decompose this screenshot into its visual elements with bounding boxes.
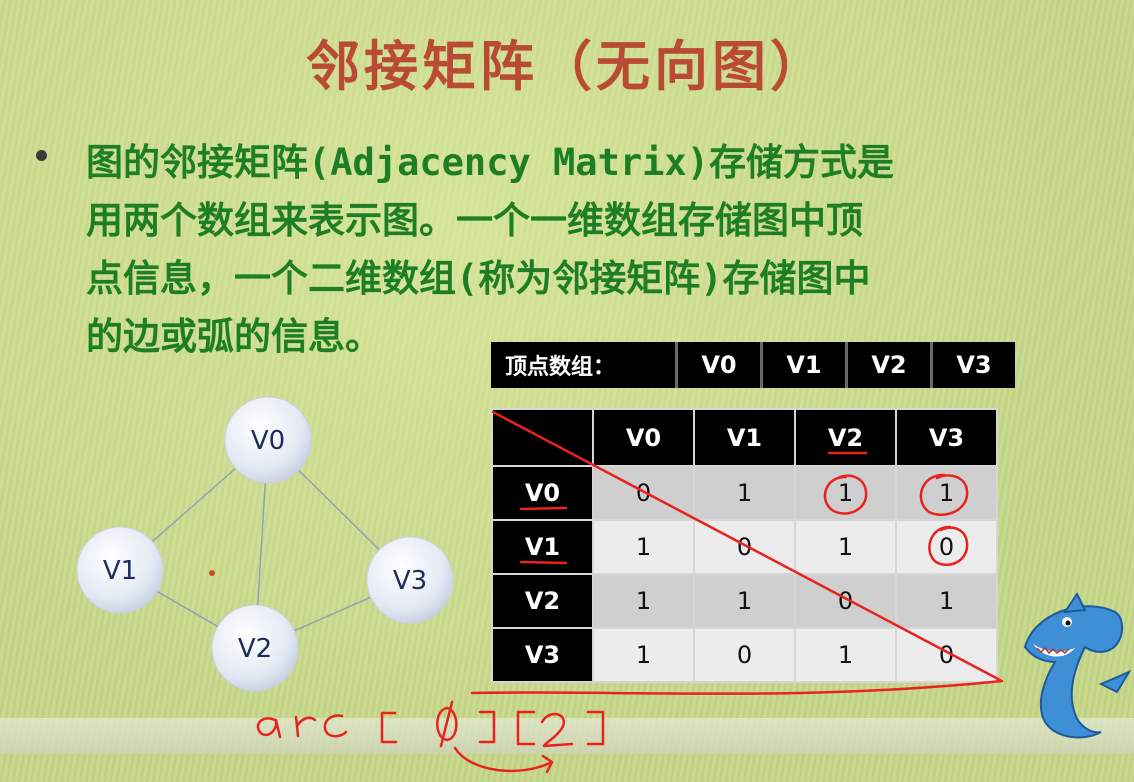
matrix-cell: 1 <box>794 627 897 683</box>
matrix-cell: 1 <box>592 627 695 683</box>
matrix-cell: 0 <box>895 627 998 683</box>
matrix-cell: 0 <box>895 519 998 575</box>
matrix-col-header: V1 <box>693 408 796 467</box>
matrix-cell: 1 <box>592 573 695 629</box>
matrix-row-header: V0 <box>491 465 594 521</box>
matrix-cell: 0 <box>693 627 796 683</box>
adjacency-matrix-table: V0 V1 V2 V3 V0 0 1 1 1 V1 1 0 1 0 V2 1 1… <box>491 408 998 683</box>
matrix-cell: 1 <box>895 465 998 521</box>
bullet-line: 点信息，一个二维数组(称为邻接矩阵)存储图中 <box>86 257 871 300</box>
vertex-array-cell: V0 <box>675 342 762 388</box>
matrix-row: V2 1 1 0 1 <box>491 573 998 629</box>
matrix-cell: 0 <box>592 465 695 521</box>
bullet-line: 用两个数组来表示图。一个一维数组存储图中顶 <box>86 199 863 242</box>
bullet-dot <box>36 150 47 161</box>
matrix-corner <box>491 408 594 467</box>
matrix-cell: 1 <box>693 573 796 629</box>
matrix-row: V0 0 1 1 1 <box>491 465 998 521</box>
bullet-line: 的边或弧的信息。 <box>86 315 382 358</box>
matrix-col-header: V3 <box>895 408 998 467</box>
matrix-cell: 1 <box>794 519 897 575</box>
matrix-row-header: V1 <box>491 519 594 575</box>
shark-logo-icon <box>1023 592 1132 739</box>
matrix-cell: 0 <box>794 573 897 629</box>
matrix-cell: 0 <box>693 519 796 575</box>
bottom-bar <box>0 718 1134 754</box>
matrix-cell: 1 <box>693 465 796 521</box>
bullet-line: 图的邻接矩阵(Adjacency Matrix)存储方式是 <box>86 141 894 184</box>
matrix-row-header: V3 <box>491 627 594 683</box>
bullet-paragraph: 图的邻接矩阵(Adjacency Matrix)存储方式是 用两个数组来表示图。… <box>86 134 1086 366</box>
matrix-col-header: V2 <box>794 408 897 467</box>
matrix-row: V1 1 0 1 0 <box>491 519 998 575</box>
matrix-row: V3 1 0 1 0 <box>491 627 998 683</box>
slide-title: 邻接矩阵（无向图） <box>306 34 828 98</box>
vertex-array-table: 顶点数组： V0 V1 V2 V3 <box>491 342 1015 388</box>
matrix-cell: 1 <box>592 519 695 575</box>
matrix-cell: 1 <box>794 465 897 521</box>
vertex-array-cell: V3 <box>930 342 1015 388</box>
matrix-col-header: V0 <box>592 408 695 467</box>
vertex-array-cell: V2 <box>845 342 932 388</box>
matrix-row-header: V2 <box>491 573 594 629</box>
vertex-array-label: 顶点数组： <box>505 355 616 380</box>
matrix-cell: 1 <box>895 573 998 629</box>
vertex-array-cell: V1 <box>760 342 847 388</box>
